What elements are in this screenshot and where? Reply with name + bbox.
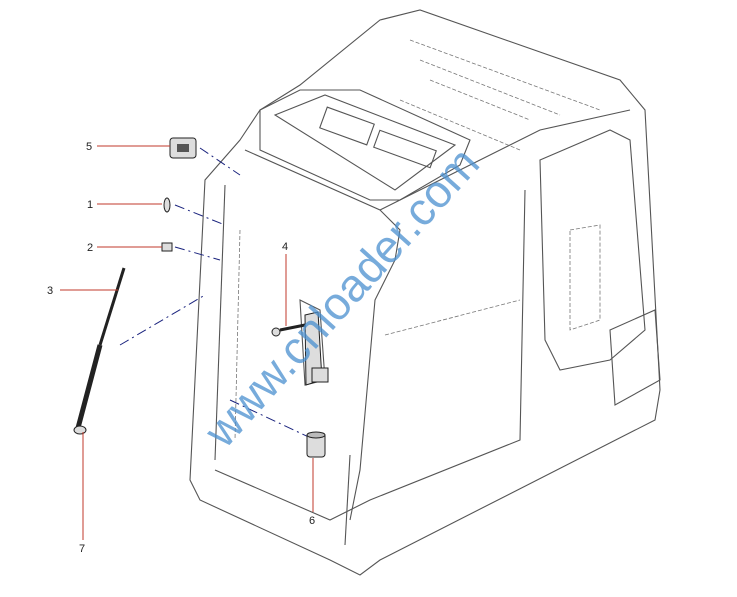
centerline-3 xyxy=(119,294,206,346)
callout-5: 5 xyxy=(86,141,92,153)
part-4-wiper-motor xyxy=(271,311,329,386)
cab-outline xyxy=(189,9,661,576)
callout-7: 7 xyxy=(79,543,85,555)
part-2-nut xyxy=(161,242,173,252)
centerline-1 xyxy=(174,204,226,226)
part-5-wiper-switch xyxy=(169,137,197,159)
callout-6: 6 xyxy=(309,515,315,527)
callout-1: 1 xyxy=(87,199,93,211)
part-1-seal xyxy=(163,197,171,213)
part-3-wiper-blade xyxy=(73,267,126,435)
centerline-5 xyxy=(199,147,241,176)
watermark: www.cnloader.com xyxy=(193,137,489,458)
callout-4: 4 xyxy=(282,241,288,253)
part-6-washer-tank xyxy=(306,431,326,458)
callout-2: 2 xyxy=(87,242,93,254)
callout-3: 3 xyxy=(47,285,53,297)
centerline-6 xyxy=(229,399,316,441)
centerline-2 xyxy=(174,246,221,261)
